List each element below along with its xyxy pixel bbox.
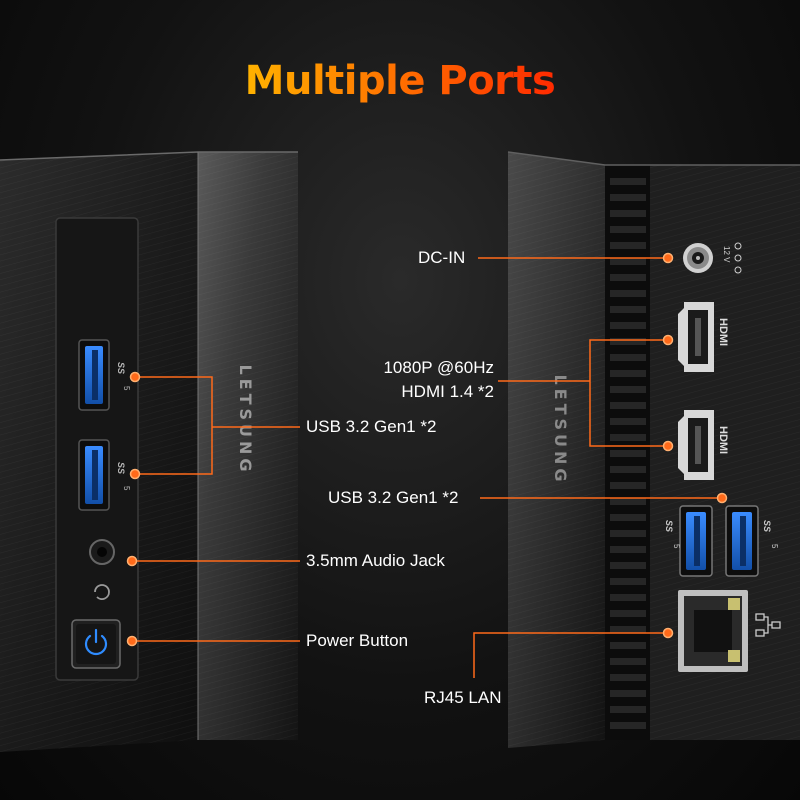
vent-slot [610, 642, 646, 649]
vent-slot [610, 706, 646, 713]
rear-brand-text: LETSUNG [551, 374, 570, 485]
front-usb2-logo: SS [116, 462, 126, 474]
vent-slot [610, 402, 646, 409]
vent-slot [610, 450, 646, 457]
dc-in-port [683, 243, 713, 273]
headset-icon [94, 584, 110, 600]
label-rj45-lan: RJ45 LAN [424, 688, 502, 707]
front-usb1-logo: SS [116, 362, 126, 374]
rear-usb1-logo: SS [664, 520, 674, 532]
label-audio-jack: 3.5mm Audio Jack [306, 551, 445, 570]
vent-slot [610, 466, 646, 473]
vent-slot [610, 610, 646, 617]
dc-rating-text: 12 V [722, 246, 731, 263]
label-power-button: Power Button [306, 631, 409, 650]
front-usb-port-2 [78, 439, 110, 511]
vent-slot [610, 498, 646, 505]
vent-slot [610, 658, 646, 665]
front-unit: LETSUNG SS 5 SS 5 [0, 151, 298, 752]
audio-jack [89, 539, 115, 565]
vent-slot [610, 290, 646, 297]
power-icon [84, 634, 108, 656]
rear-usb-port-1 [679, 505, 713, 577]
vent-slot [610, 306, 646, 313]
network-icon [755, 613, 781, 637]
rear-usb-port-2 [725, 505, 759, 577]
vent-slot [610, 578, 646, 585]
front-usb1-speed: 5 [122, 386, 131, 391]
page-title: Multiple Ports [244, 58, 556, 104]
label-dc-in: DC-IN [418, 248, 466, 267]
front-brand-text: LETSUNG [236, 364, 255, 475]
vent-slot [610, 194, 646, 201]
vent-slot [610, 354, 646, 361]
label-hdmi-version: HDMI 1.4 *2 [401, 382, 494, 401]
vent-slot [610, 226, 646, 233]
vent-slots [610, 178, 646, 729]
vent-slot [610, 482, 646, 489]
vent-slot [610, 386, 646, 393]
rear-usb2-logo: SS [762, 520, 772, 532]
rear-unit: LETSUNG 12 V HDMI [507, 151, 800, 748]
vent-slot [610, 178, 646, 185]
label-front-usb: USB 3.2 Gen1 *2 [306, 417, 437, 436]
vent-slot [610, 514, 646, 521]
hdmi-port-2 [678, 410, 714, 480]
vent-slot [610, 562, 646, 569]
vent-slot [610, 626, 646, 633]
callout-dots [126, 252, 728, 647]
dc-polarity-icon [734, 242, 742, 274]
vent-slot [610, 418, 646, 425]
vent-slot [610, 258, 646, 265]
front-usb-port-1 [78, 339, 110, 411]
front-usb2-speed: 5 [122, 486, 131, 491]
vent-slot [610, 370, 646, 377]
vent-slot [610, 690, 646, 697]
vent-slot [610, 546, 646, 553]
power-button [71, 619, 121, 669]
rear-usb1-speed: 5 [672, 544, 681, 549]
rj45-port [678, 590, 748, 672]
vent-slot [610, 274, 646, 281]
vent-slot [610, 210, 646, 217]
label-hdmi-resolution: 1080P @60Hz [383, 358, 494, 377]
callout-lines [132, 257, 720, 678]
rear-usb2-speed: 5 [770, 544, 779, 549]
hdmi-port-1 [678, 302, 714, 372]
hdmi1-logo: HDMI [717, 318, 729, 346]
vent-slot [610, 722, 646, 729]
vent-slot [610, 594, 646, 601]
vent-slot [610, 242, 646, 249]
vent-slot [610, 338, 646, 345]
vent-slot [610, 322, 646, 329]
hdmi2-logo: HDMI [717, 426, 729, 454]
label-rear-usb: USB 3.2 Gen1 *2 [328, 488, 459, 507]
vent-slot [610, 674, 646, 681]
vent-slot [610, 434, 646, 441]
vent-slot [610, 530, 646, 537]
